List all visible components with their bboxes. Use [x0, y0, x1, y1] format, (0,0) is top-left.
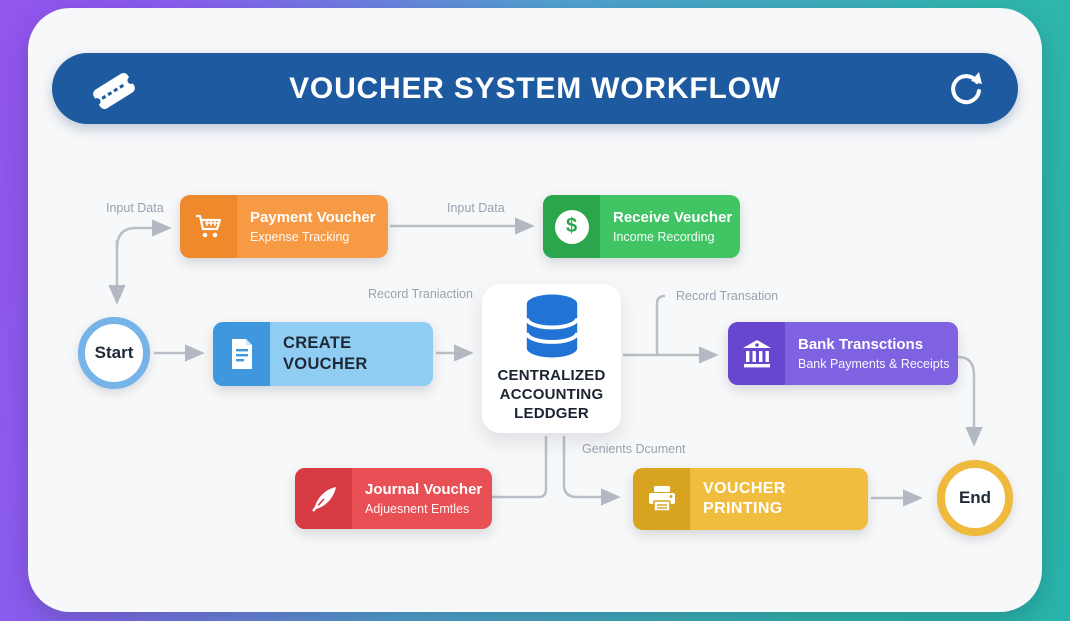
bank-transactions-title: Bank Transctions [798, 336, 924, 354]
printer-icon [633, 468, 690, 530]
edge-label-input-data-left: Input Data [106, 201, 164, 215]
bank-transactions-subtitle: Bank Payments & Receipts [798, 356, 950, 371]
receive-voucher-subtitle: Income Recording [613, 229, 715, 244]
receive-voucher-title: Receive Veucher [613, 209, 733, 227]
bank-transactions-node[interactable]: Bank Transctions Bank Payments & Receipt… [728, 322, 958, 385]
create-voucher-node[interactable]: CREATE VOUCHER [213, 322, 433, 386]
bank-icon [728, 322, 785, 385]
page-title: VOUCHER SYSTEM WORKFLOW [289, 71, 781, 105]
payment-voucher-title: Payment Voucher [250, 209, 376, 227]
start-node[interactable]: Start [78, 317, 150, 389]
create-voucher-title: CREATE VOUCHER [283, 334, 368, 373]
refresh-icon[interactable] [946, 69, 986, 109]
voucher-printing-title: VOUCHER PRINTING [703, 480, 786, 517]
document-icon [213, 322, 270, 386]
cart-icon [180, 195, 237, 258]
end-label: End [958, 488, 992, 507]
payment-voucher-node[interactable]: Payment Voucher Expense Tracking [180, 195, 388, 258]
end-node[interactable]: End [937, 460, 1013, 536]
voucher-printing-node[interactable]: VOUCHER PRINTING [633, 468, 868, 530]
edge-label-input-data-right: Input Data [447, 201, 505, 215]
payment-voucher-subtitle: Expense Tracking [250, 229, 350, 244]
start-label: Start [94, 343, 134, 362]
database-icon [524, 294, 579, 358]
edge-label-generate-document: Genients Dcument [582, 442, 686, 456]
feather-icon [295, 468, 352, 529]
journal-voucher-title: Journal Voucher [365, 481, 483, 499]
ticket-icon [93, 72, 135, 110]
edge-label-record-transaction-left: Record Traniaction [368, 287, 473, 301]
journal-voucher-node[interactable]: Journal Voucher Adjuesnent Emtles [295, 468, 492, 529]
central-ledger-label: CENTRALIZED ACCOUNTING LEDDGER [497, 367, 606, 422]
dollar-icon: $ [543, 195, 600, 258]
edge-label-record-transaction-right: Record Transation [676, 289, 779, 303]
receive-voucher-node[interactable]: $ Receive Veucher Income Recording [543, 195, 740, 258]
header-banner: VOUCHER SYSTEM WORKFLOW [52, 53, 1018, 124]
central-ledger-node[interactable]: CENTRALIZED ACCOUNTING LEDDGER [482, 284, 621, 433]
journal-voucher-subtitle: Adjuesnent Emtles [365, 501, 470, 516]
